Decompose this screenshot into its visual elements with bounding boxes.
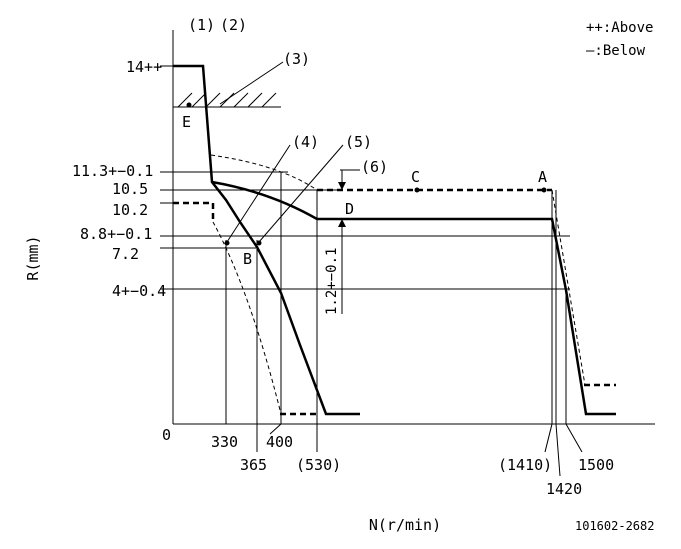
leader-5 xyxy=(258,144,344,243)
point-e-marker xyxy=(186,102,192,108)
y-tick-7-2: 7.2 xyxy=(112,245,139,263)
leader-1410 xyxy=(544,423,553,453)
arrow-6-down xyxy=(338,182,346,190)
label-2: (2) xyxy=(220,16,247,34)
stopper-hatch xyxy=(173,92,281,108)
x-tick-400: 400 xyxy=(266,433,293,451)
point-a-label: A xyxy=(538,168,547,186)
point-c-label: C xyxy=(411,168,420,186)
leader-4 xyxy=(226,144,291,243)
y-tick-8-8: 8.8+−0.1 xyxy=(80,225,152,243)
y-tick-10-5: 10.5 xyxy=(112,180,148,198)
leader-400 xyxy=(269,423,282,435)
point-b-label: B xyxy=(243,250,252,268)
curve-dashed-left xyxy=(173,201,215,222)
legend-above: ++:Above xyxy=(586,20,653,36)
y-tick-4: 4+−0.4 xyxy=(112,282,166,300)
point-a-marker xyxy=(541,187,547,193)
x-tick-530: (530) xyxy=(296,456,341,474)
label-6: (6) xyxy=(361,158,388,176)
point-c-marker xyxy=(414,187,420,193)
curve-main-lower xyxy=(173,64,360,416)
point-5-marker xyxy=(256,240,262,246)
x-tick-1410: (1410) xyxy=(498,456,552,474)
legend-below: —:Below xyxy=(586,43,646,59)
curve-thin-dashed-right xyxy=(551,189,586,386)
arrow-6-up xyxy=(338,219,346,227)
point-e-label: E xyxy=(182,113,191,131)
x-tick-1500: 1500 xyxy=(578,456,614,474)
point-d-label: D xyxy=(345,200,354,218)
x-tick-1420: 1420 xyxy=(546,480,582,498)
diagram-id: 101602-2682 xyxy=(575,519,654,533)
x-axis-title: N(r/min) xyxy=(369,516,441,534)
y-tick-14: 14++ xyxy=(126,58,162,76)
dim-annotation-vertical: 1.2+−0.1 xyxy=(324,248,340,315)
label-5: (5) xyxy=(345,133,372,151)
x-tick-365: 365 xyxy=(240,456,267,474)
y-tick-11-3: 11.3+−0.1 xyxy=(72,162,153,180)
leader-3 xyxy=(219,61,284,105)
label-1: (1) xyxy=(188,16,215,34)
leader-1500 xyxy=(565,423,583,453)
leader-1420 xyxy=(555,423,561,477)
origin-label: 0 xyxy=(162,426,171,444)
x-tick-330: 330 xyxy=(211,433,238,451)
y-axis-title: R(mm) xyxy=(24,235,42,280)
label-3: (3) xyxy=(283,50,310,68)
point-4-marker xyxy=(224,240,230,246)
y-tick-10-2: 10.2 xyxy=(112,201,148,219)
label-4: (4) xyxy=(292,133,319,151)
curve-main-upper xyxy=(211,180,616,416)
